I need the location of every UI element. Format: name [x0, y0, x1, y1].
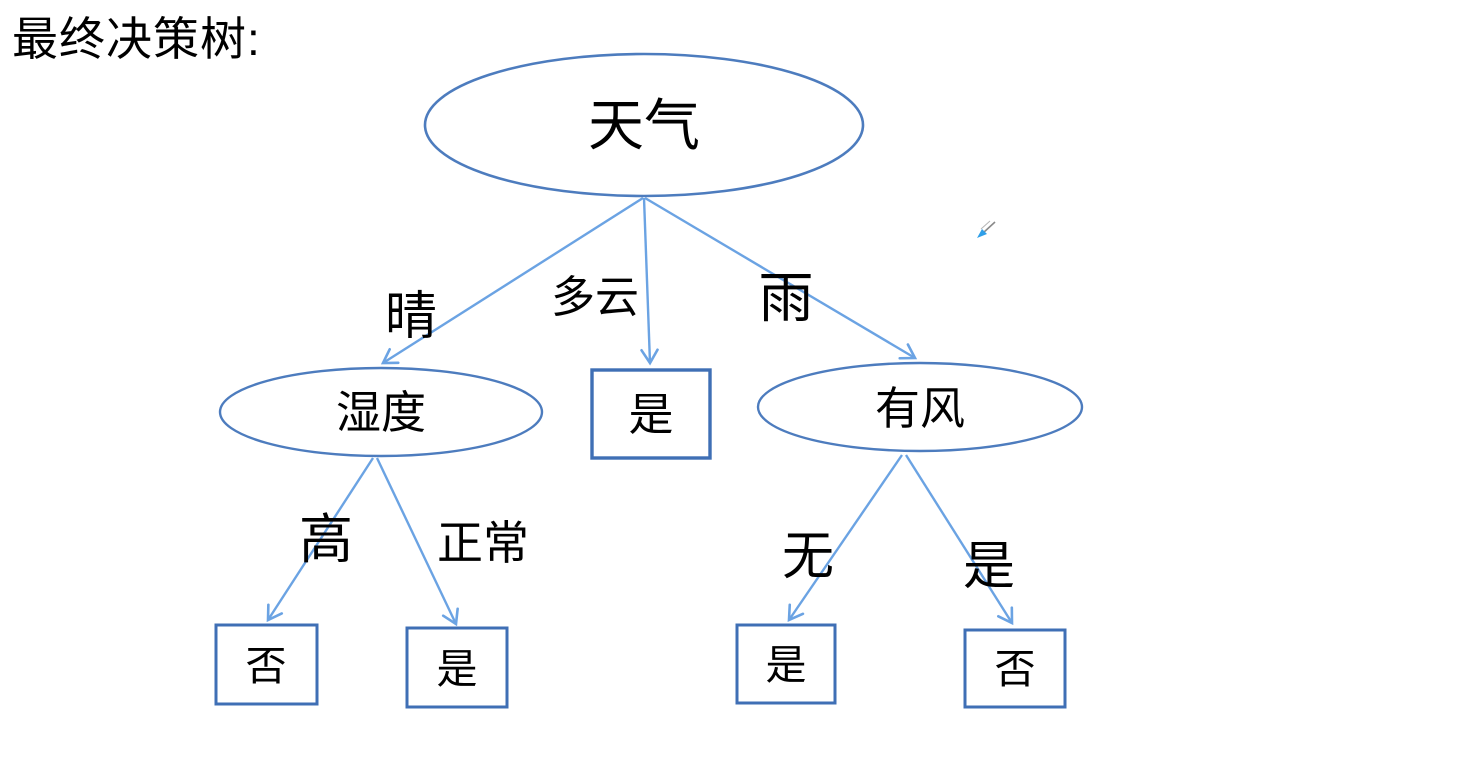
node-windy-yes-leaf-box: [963, 628, 1067, 709]
node-weather-label: 天气: [588, 94, 700, 157]
node-windy-none-leaf-label: 是: [766, 642, 807, 688]
node-humidity-normal-leaf-box: [405, 626, 509, 709]
node-overcast-leaf-box: [590, 368, 712, 460]
node-humidity: 湿度: [218, 366, 544, 458]
edge-humidity-high-line: [266, 457, 375, 623]
pen-cursor-tip: [977, 229, 987, 238]
pen-cursor-shaft: [982, 221, 996, 234]
edge-label-overcast: 多云: [551, 273, 639, 322]
edge-label-high: 高: [299, 510, 353, 570]
edge-label-sunny: 晴: [385, 288, 437, 346]
edge-labels-group: 晴 多云 雨 高 正常 无 是: [299, 267, 1015, 596]
edge-label-haswind: 是: [963, 538, 1015, 596]
node-humidity-label: 湿度: [336, 387, 426, 438]
node-windy-ellipse: [756, 361, 1084, 453]
node-windy-none-leaf-box: [735, 623, 837, 705]
node-humidity-normal-leaf-label: 是: [437, 646, 478, 692]
edges-group: [266, 196, 1014, 627]
edge-windy-yes-line: [904, 454, 1014, 626]
node-humidity-ellipse: [218, 366, 544, 458]
node-windy-yes-leaf-label: 否: [995, 646, 1036, 692]
edge-weather-humidity-line: [380, 196, 644, 365]
node-weather-ellipse: [423, 52, 865, 198]
page-title: 最终决策树:: [12, 13, 261, 65]
node-windy: 有风: [756, 361, 1084, 453]
node-windy-label: 有风: [875, 383, 965, 434]
node-humidity-high-leaf-label: 否: [246, 643, 287, 689]
edge-weather-overcast-line: [640, 197, 659, 366]
node-overcast-leaf: 是: [590, 368, 712, 460]
edge-humidity-normal-line: [375, 457, 459, 627]
edge-label-normal: 正常: [437, 517, 529, 569]
edge-weather-windy-line: [644, 196, 918, 360]
node-overcast-leaf-label: 是: [628, 389, 673, 440]
pen-cursor-shaft-highlight: [980, 220, 991, 230]
edge-windy-none-line: [787, 454, 903, 623]
nodes-group: 天气 湿度 是 有风 否 是: [214, 52, 1084, 709]
node-humidity-normal-leaf: 是: [405, 626, 509, 709]
node-humidity-high-leaf: 否: [214, 623, 319, 706]
node-windy-none-leaf: 是: [735, 623, 837, 705]
edge-label-nowind: 无: [782, 528, 834, 586]
node-windy-yes-leaf: 否: [963, 628, 1067, 709]
pen-cursor-icon: [977, 220, 996, 238]
edge-label-rain: 雨: [758, 267, 813, 329]
node-weather: 天气: [423, 52, 865, 198]
node-humidity-high-leaf-box: [214, 623, 319, 706]
